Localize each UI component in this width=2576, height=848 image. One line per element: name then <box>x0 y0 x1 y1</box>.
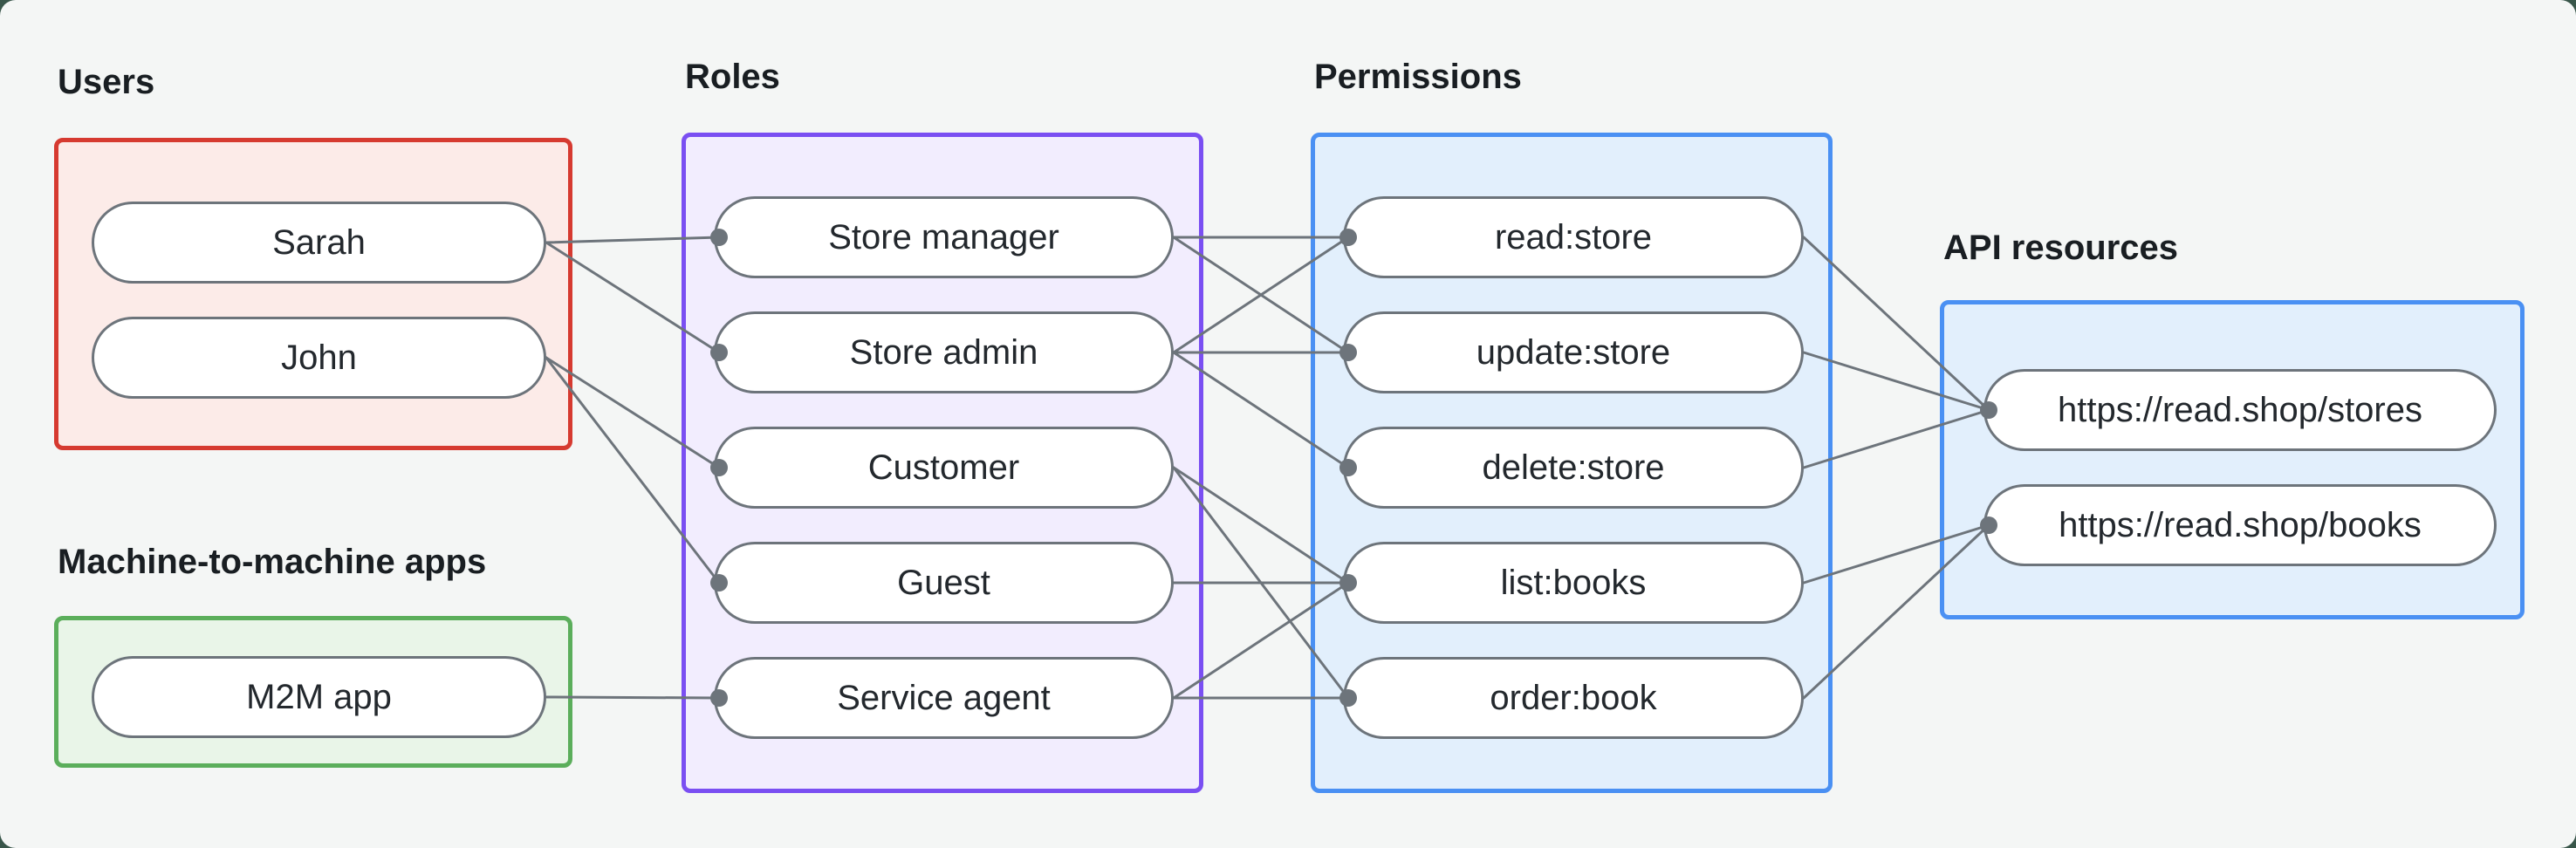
users-group-label: Users <box>58 63 155 101</box>
node-role-customer: Customer <box>714 427 1174 509</box>
m2m-group-label: Machine-to-machine apps <box>58 543 487 581</box>
api-resources-group-label: API resources <box>1943 229 2179 267</box>
node-role-store-admin: Store admin <box>714 311 1174 393</box>
permissions-group-label: Permissions <box>1314 58 1522 96</box>
node-permission-read-store: read:store <box>1343 196 1804 278</box>
node-api-resource-stores: https://read.shop/stores <box>1983 369 2497 451</box>
node-permission-list-books: list:books <box>1343 542 1804 624</box>
users-group-box: Sarah John <box>54 138 572 450</box>
node-m2m-app: M2M app <box>92 656 546 738</box>
node-user-sarah: Sarah <box>92 202 546 284</box>
node-user-john: John <box>92 317 546 399</box>
node-api-resource-books: https://read.shop/books <box>1983 484 2497 566</box>
node-permission-update-store: update:store <box>1343 311 1804 393</box>
node-role-store-manager: Store manager <box>714 196 1174 278</box>
permissions-group-box: read:store update:store delete:store lis… <box>1311 133 1833 793</box>
node-role-guest: Guest <box>714 542 1174 624</box>
node-permission-delete-store: delete:store <box>1343 427 1804 509</box>
m2m-group-box: M2M app <box>54 616 572 768</box>
node-permission-order-book: order:book <box>1343 657 1804 739</box>
node-role-service-agent: Service agent <box>714 657 1174 739</box>
roles-group-box: Store manager Store admin Customer Guest… <box>682 133 1203 793</box>
api-resources-group-box: https://read.shop/stores https://read.sh… <box>1940 300 2525 619</box>
roles-group-label: Roles <box>685 58 780 96</box>
